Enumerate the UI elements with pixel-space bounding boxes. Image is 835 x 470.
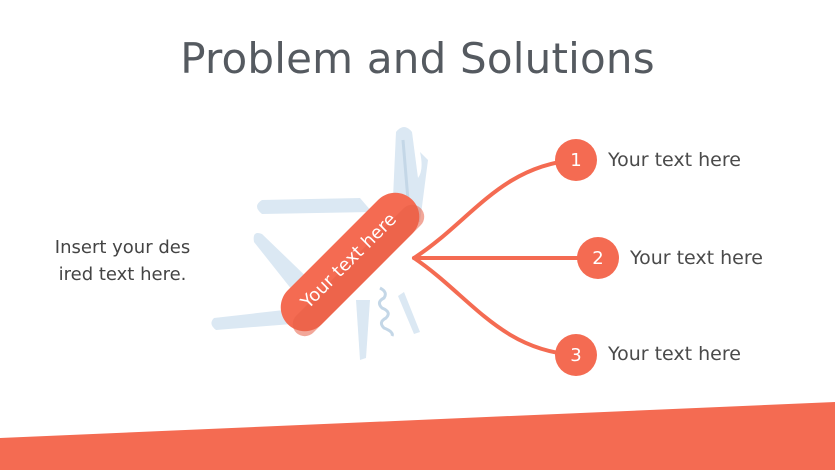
knife-tool-horizontal [257, 198, 372, 214]
bottom-accent-band [0, 402, 835, 470]
swiss-army-knife-icon [211, 127, 428, 360]
left-description-text: Insert your des ired text here. [54, 237, 191, 285]
knife-tool-vertical [356, 300, 370, 360]
page-title: Problem and Solutions [180, 34, 655, 83]
connector-line-3 [412, 256, 577, 357]
knife-corkscrew [377, 286, 394, 337]
item-number-3: 3 [555, 334, 597, 376]
knife-tool-awl [398, 292, 420, 334]
item-number-1: 1 [555, 139, 597, 181]
connector-line-1 [412, 158, 577, 260]
knife-tool-lower-left [211, 310, 292, 330]
connector-lines [412, 158, 600, 357]
item-label-3: Your text here [608, 343, 741, 365]
item-number-2: 2 [577, 237, 619, 279]
item-label-2: Your text here [630, 247, 763, 269]
item-label-1: Your text here [608, 149, 741, 171]
